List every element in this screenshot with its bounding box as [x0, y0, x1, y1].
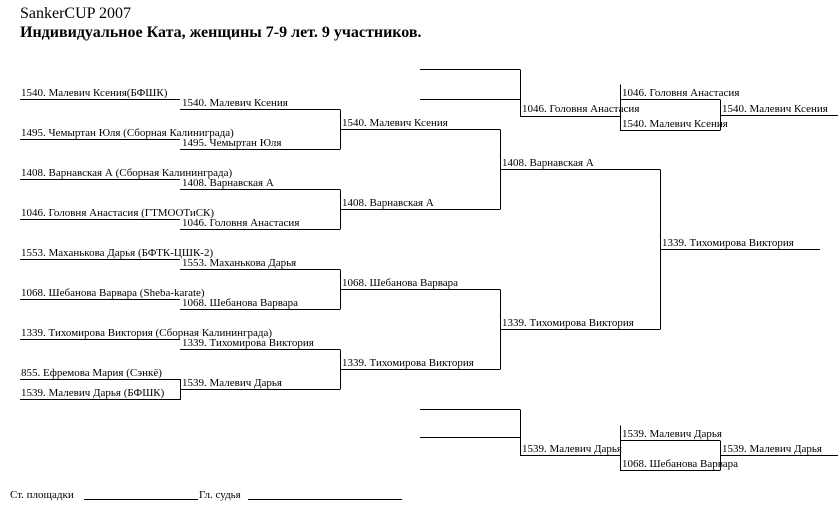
- round3-entry: 1408. Варнавская А: [342, 197, 434, 209]
- round2-entry: 1495. Чемыртан Юля: [182, 137, 282, 149]
- round1-entry: 1495. Чемыртан Юля (Сборная Калиниграда): [21, 127, 234, 139]
- round3-entry: 1068. Шебанова Варвара: [342, 277, 459, 289]
- round2-entry: 1408. Варнавская А: [182, 177, 274, 189]
- round2-entry: 1539. Малевич Дарья: [182, 377, 282, 389]
- round2-entry: 1553. Маханькова Дарья: [182, 257, 297, 269]
- round4-entry: 1339. Тихомирова Виктория: [502, 317, 634, 329]
- rep-bottom-semi-a: 1539. Малевич Дарья: [622, 428, 722, 440]
- round1-entry: 1539. Малевич Дарья (БФШК): [21, 387, 165, 399]
- rep-bottom-winner: 1539. Малевич Дарья: [722, 443, 822, 455]
- chief-judge-label: Гл. судья: [199, 489, 241, 501]
- round4-entry: 1408. Варнавская А: [502, 157, 594, 169]
- round2-entry: 1068. Шебанова Варвара: [182, 297, 299, 309]
- final-winner: 1339. Тихомирова Виктория: [662, 237, 794, 249]
- round1-entry: 1540. Малевич Ксения(БФШК): [21, 87, 168, 99]
- category-subtitle: Индивидуальное Ката, женщины 7-9 лет. 9 …: [20, 24, 422, 41]
- rep-bottom-semi-b: 1068. Шебанова Варвара: [622, 458, 739, 470]
- round1-entry: 1068. Шебанова Варвара (Sheba-karate): [21, 287, 205, 299]
- round2-entry: 1339. Тихомирова Виктория: [182, 337, 314, 349]
- round2-entry: 1046. Головня Анастасия: [182, 217, 300, 229]
- round3-entry: 1339. Тихомирова Виктория: [342, 357, 474, 369]
- round1-entry: 1408. Варнавская А (Сборная Калининграда…: [21, 167, 233, 179]
- rep-top-semi-b: 1540. Малевич Ксения: [622, 118, 728, 130]
- round2-entry: 1540. Малевич Ксения: [182, 97, 288, 109]
- round1-entry: 1046. Головня Анастасия (ГТМООТиСК): [21, 207, 215, 219]
- mat-referee-label: Ст. площадки: [10, 489, 74, 501]
- round1-entry: 855. Ефремова Мария (Сэнкё): [21, 367, 162, 379]
- rep-top-winner: 1540. Малевич Ксения: [722, 103, 828, 115]
- rep-top-semi-a: 1046. Головня Анастасия: [622, 87, 740, 99]
- rep-top-mid: 1046. Головня Анастасия: [522, 103, 640, 115]
- tournament-title: SankerCUP 2007: [20, 5, 131, 22]
- round1-entry: 1339. Тихомирова Виктория (Сборная Калин…: [21, 327, 273, 339]
- round1-entry: 1553. Маханькова Дарья (БФТК-ЦШК-2): [21, 247, 214, 259]
- round3-entry: 1540. Малевич Ксения: [342, 117, 448, 129]
- rep-bottom-mid: 1539. Малевич Дарья: [522, 443, 622, 455]
